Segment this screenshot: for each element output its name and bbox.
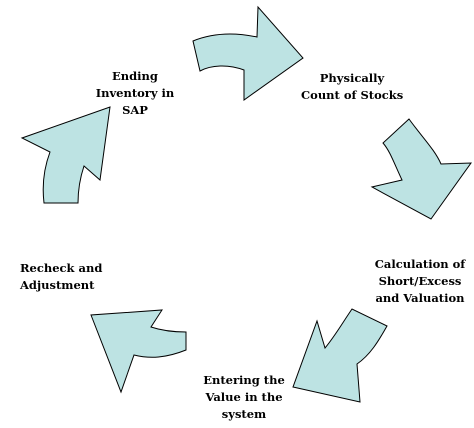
curved-arrow-top (192, 5, 304, 101)
label-recheck: Recheck and Adjustment (20, 261, 103, 292)
label-ending-inventory: Ending Inventory in SAP (95, 69, 175, 117)
curved-arrow-bottom-left (90, 309, 187, 394)
label-physically-count: Physically Count of Stocks (301, 71, 404, 102)
label-entering-value: Entering the Value in the system (203, 373, 285, 421)
curved-arrow-right (370, 118, 472, 220)
curved-arrow-bottom-right (292, 308, 388, 403)
label-calculation: Calculation of Short/Excess and Valuatio… (374, 257, 466, 305)
curved-arrow-left (20, 106, 111, 204)
